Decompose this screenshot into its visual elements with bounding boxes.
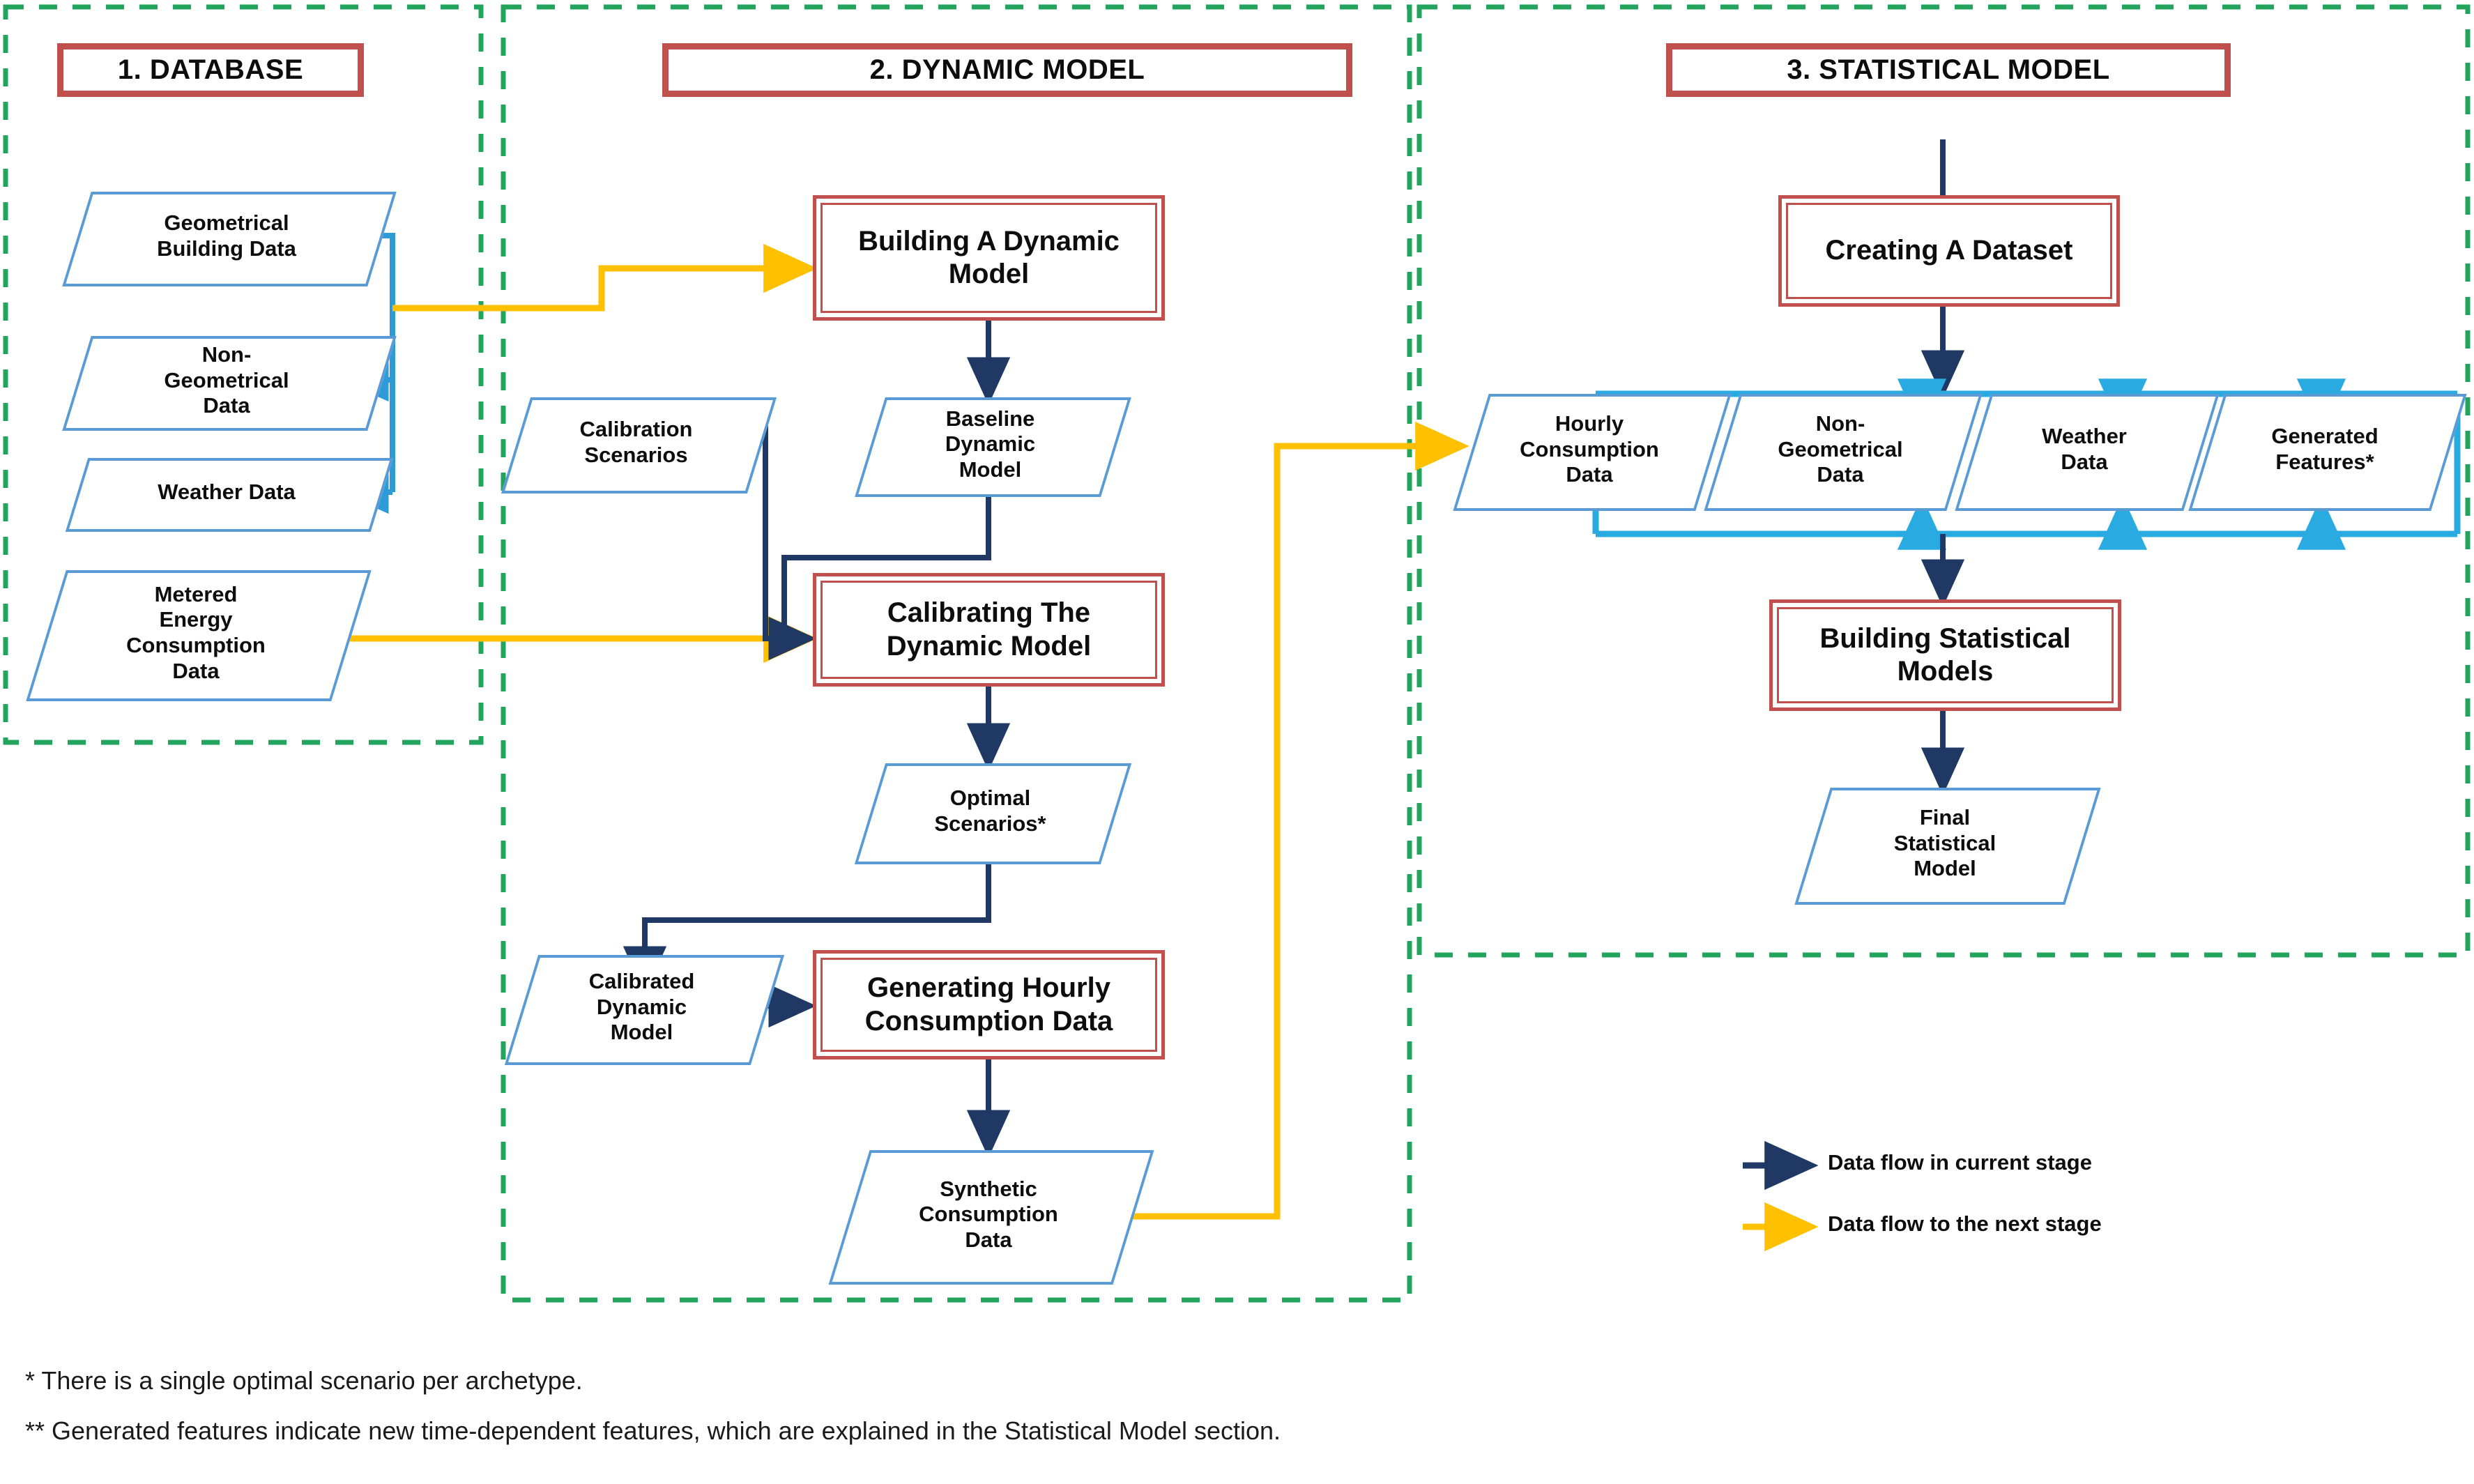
flow-synthetic-to-hourly <box>1115 421 1469 1220</box>
stage-header-dynamic-label: 2. DYNAMIC MODEL <box>869 54 1145 85</box>
legend-item-next-stage: Data flow to the next stage <box>1810 1211 2102 1237</box>
node-non-geometrical-data-statistical[interactable]: Non- Geometrical Data <box>1704 394 1983 511</box>
node-label: Geometrical Building Data <box>157 211 296 261</box>
flow-optimal-to-calibrated <box>623 859 991 995</box>
footnote-optimal-scenario: * There is a single optimal scenario per… <box>25 1366 583 1395</box>
stage-header-database-label: 1. DATABASE <box>117 54 304 85</box>
node-weather-data[interactable]: Weather Data <box>65 458 394 532</box>
node-label: Building A Dynamic Model <box>858 225 1120 289</box>
node-label: Non- Geometrical Data <box>1778 411 1903 487</box>
stage-header-database: 1. DATABASE <box>57 43 364 97</box>
legend-label-current-stage: Data flow in current stage <box>1828 1150 2092 1175</box>
node-label: Synthetic Consumption Data <box>919 1176 1058 1252</box>
node-label: Generating Hourly Consumption Data <box>864 972 1113 1036</box>
node-building-statistical-models[interactable]: Building Statistical Models <box>1769 599 2121 711</box>
node-label: Weather Data <box>2042 424 2127 474</box>
node-metered-energy-consumption-data[interactable]: Metered Energy Consumption Data <box>26 570 372 701</box>
node-building-a-dynamic-model[interactable]: Building A Dynamic Model <box>813 195 1165 321</box>
legend-item-current-stage: Data flow in current stage <box>1810 1150 2092 1175</box>
node-label: Generated Features* <box>2271 424 2378 474</box>
node-label: Hourly Consumption Data <box>1520 411 1659 487</box>
legend-label-next-stage: Data flow to the next stage <box>1828 1211 2102 1236</box>
node-label: Non- Geometrical Data <box>164 342 289 418</box>
node-label: Weather Data <box>158 479 296 504</box>
node-weather-data-statistical[interactable]: Weather Data <box>1955 394 2220 511</box>
node-label: Calibrating The Dynamic Model <box>886 597 1092 661</box>
node-calibrated-dynamic-model[interactable]: Calibrated Dynamic Model <box>504 955 785 1065</box>
node-label: Building Statistical Models <box>1819 622 2071 687</box>
node-synthetic-consumption-data[interactable]: Synthetic Consumption Data <box>828 1150 1154 1285</box>
node-label: Calibrated Dynamic Model <box>588 969 695 1045</box>
node-hourly-consumption-data[interactable]: Hourly Consumption Data <box>1453 394 1732 511</box>
node-label: Final Statistical Model <box>1893 805 1996 881</box>
stage-container-dynamic <box>501 4 1412 1303</box>
node-creating-a-dataset[interactable]: Creating A Dataset <box>1778 195 2120 307</box>
node-generated-features[interactable]: Generated Features* <box>2188 394 2467 511</box>
stage-container-database <box>3 4 484 745</box>
stage-header-statistical: 3. STATISTICAL MODEL <box>1666 43 2231 97</box>
node-generating-hourly-consumption-data[interactable]: Generating Hourly Consumption Data <box>813 950 1165 1060</box>
node-non-geometrical-data[interactable]: Non- Geometrical Data <box>62 336 397 431</box>
node-label: Baseline Dynamic Model <box>945 406 1036 482</box>
node-calibration-scenarios[interactable]: Calibration Scenarios <box>501 397 777 494</box>
stage-header-statistical-label: 3. STATISTICAL MODEL <box>1787 54 2110 85</box>
node-optimal-scenarios[interactable]: Optimal Scenarios* <box>854 763 1132 864</box>
node-baseline-dynamic-model[interactable]: Baseline Dynamic Model <box>855 397 1131 497</box>
node-label: Creating A Dataset <box>1825 235 2073 266</box>
node-geometrical-building-data[interactable]: Geometrical Building Data <box>62 192 397 286</box>
flow-baseline-to-calibrating <box>781 491 991 638</box>
node-label: Metered Energy Consumption Data <box>126 581 266 683</box>
flow-geom-to-building-model <box>392 243 818 312</box>
node-final-statistical-model[interactable]: Final Statistical Model <box>1794 788 2101 905</box>
stage-container-statistical <box>1417 4 2471 958</box>
stage-header-dynamic: 2. DYNAMIC MODEL <box>662 43 1352 97</box>
node-label: Calibration Scenarios <box>579 417 693 467</box>
footnote-generated-features: ** Generated features indicate new time-… <box>25 1416 1281 1445</box>
node-calibrating-the-dynamic-model[interactable]: Calibrating The Dynamic Model <box>813 573 1165 687</box>
node-label: Optimal Scenarios* <box>934 785 1046 836</box>
